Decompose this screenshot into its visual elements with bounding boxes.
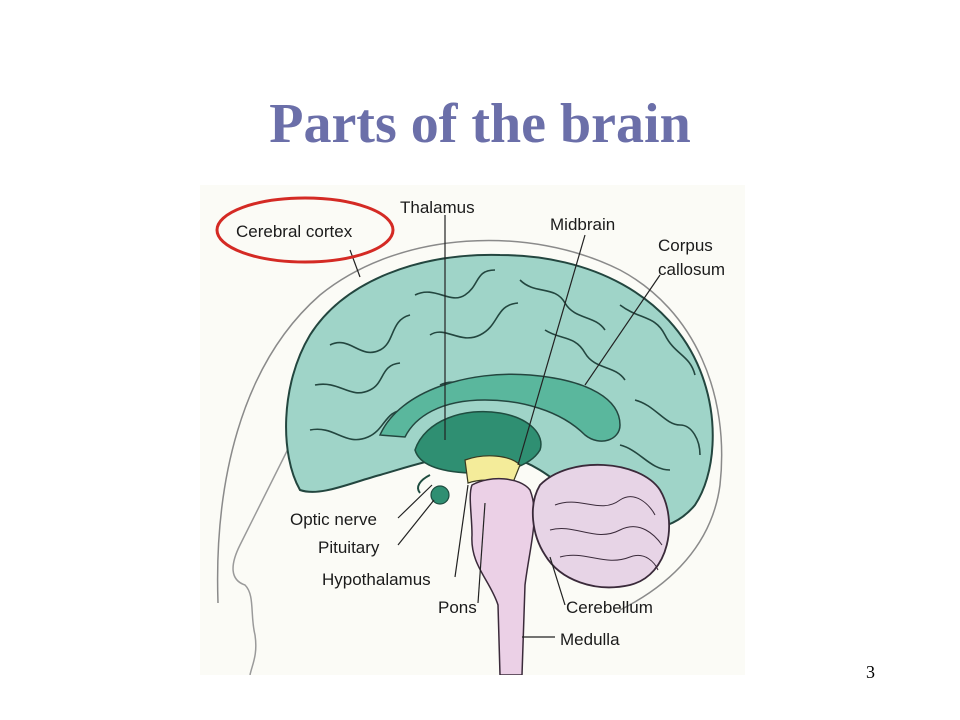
highlight-oval	[215, 196, 395, 264]
brain-illustration: Cerebral cortex Thalamus Midbrain Corpus…	[215, 196, 725, 675]
label-cerebral-cortex: Cerebral cortex	[236, 222, 353, 241]
thalamus	[414, 410, 542, 475]
label-hypothalamus: Hypothalamus	[322, 570, 431, 589]
leader-lines	[349, 215, 661, 638]
label-medulla: Medulla	[560, 630, 620, 649]
label-thalamus: Thalamus	[400, 198, 475, 217]
optic-nerve	[417, 474, 431, 494]
slide-number: 3	[866, 662, 875, 682]
brain-diagram: Cerebral cortex Thalamus Midbrain Corpus…	[200, 185, 745, 675]
brainstem	[469, 477, 536, 675]
label-midbrain: Midbrain	[550, 215, 615, 234]
label-cerebellum: Cerebellum	[566, 598, 653, 617]
face-outline	[232, 434, 296, 675]
slide-title: Parts of the brain	[269, 93, 691, 155]
corpus-callosum	[378, 373, 621, 442]
cerebellum	[531, 463, 671, 589]
label-optic-nerve: Optic nerve	[290, 510, 377, 529]
label-pons: Pons	[438, 598, 477, 617]
pituitary	[430, 485, 450, 505]
head-outline	[216, 239, 723, 611]
label-corpus-callosum-line1: Corpus	[658, 236, 713, 255]
cerebellum-folds	[549, 496, 663, 571]
label-corpus-callosum-line2: callosum	[658, 260, 725, 279]
label-pituitary: Pituitary	[318, 538, 380, 557]
